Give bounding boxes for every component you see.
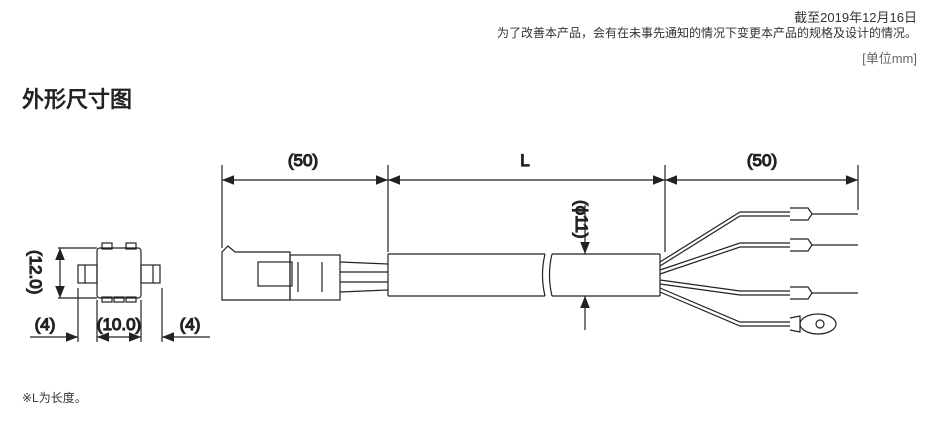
- dim-right-label: (50): [747, 151, 777, 170]
- cable-body: [387, 253, 661, 297]
- section-title: 外形尺寸图: [22, 87, 133, 112]
- height-label: (12.0): [26, 250, 45, 294]
- side-right-label: (4): [180, 315, 201, 334]
- connector-front-view: (12.0) (4) (10.0) (4): [25, 242, 210, 342]
- dim-length-label: L: [520, 151, 529, 170]
- cable-connector: [221, 245, 389, 301]
- width-label: (10.0): [97, 315, 141, 334]
- change-notice: 为了改善本产品，会有在未事先通知的情况下变更本产品的规格及设计的情况。: [496, 26, 917, 40]
- side-left-label: (4): [35, 315, 56, 334]
- diameter-label: (ϕ11): [572, 200, 591, 239]
- wire-leads: [659, 207, 858, 335]
- length-dimensions: (50) L (50): [221, 150, 859, 252]
- footnote: ※L为长度。: [22, 391, 87, 405]
- date-note: 截至2019年12月16日: [794, 10, 917, 25]
- unit-label: [单位mm]: [862, 51, 917, 66]
- diameter-dimension: (ϕ11): [571, 199, 592, 330]
- dim-left-label: (50): [288, 151, 318, 170]
